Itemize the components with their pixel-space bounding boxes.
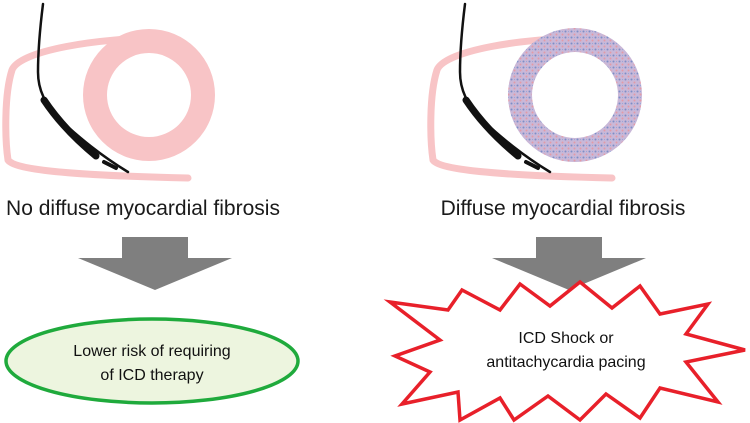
right-ventricle-ring-fibrosis xyxy=(508,28,642,162)
right-outcome-line2: antitachycardia pacing xyxy=(486,354,645,371)
left-caption: No diffuse myocardial fibrosis xyxy=(6,197,280,220)
left-outcome-ellipse: Lower risk of requiring of ICD therapy xyxy=(4,317,300,405)
right-down-arrow xyxy=(492,237,646,290)
left-outcome-ellipse-shape xyxy=(4,317,300,405)
left-lead-coil xyxy=(40,96,100,160)
right-lead-tip xyxy=(524,160,540,170)
right-caption: Diffuse myocardial fibrosis xyxy=(441,197,686,220)
right-icd-lead xyxy=(458,2,552,174)
left-ventricle-ring xyxy=(83,29,215,161)
left-heart-illustration xyxy=(2,2,215,182)
left-outcome-line2: of ICD therapy xyxy=(100,367,203,384)
right-outcome-line1: ICD Shock or xyxy=(518,330,614,347)
left-icd-lead xyxy=(36,2,130,174)
left-lead-tip xyxy=(102,160,118,170)
right-starburst-shape xyxy=(383,279,746,423)
right-lead-coil xyxy=(462,96,522,160)
right-panel: Diffuse myocardial fibrosis ICD Shock or… xyxy=(383,2,746,423)
left-panel: No diffuse myocardial fibrosis Lower ris… xyxy=(2,2,300,405)
left-right-ventricle-outline xyxy=(2,34,192,182)
left-outcome-line1: Lower risk of requiring xyxy=(73,343,230,360)
left-down-arrow xyxy=(78,237,232,290)
right-heart-illustration xyxy=(427,2,642,182)
right-outcome-starburst: ICD Shock or antitachycardia pacing xyxy=(383,279,746,423)
right-right-ventricle-outline xyxy=(427,34,616,182)
